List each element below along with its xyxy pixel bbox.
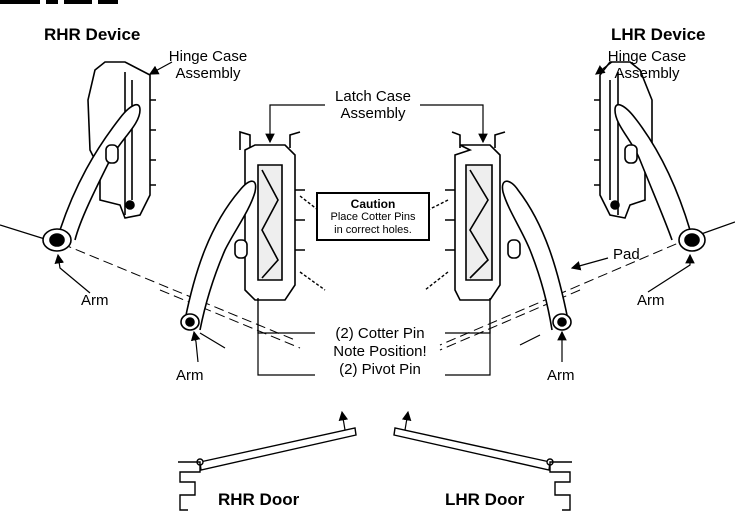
lhr-device-title: LHR Device (611, 25, 706, 44)
hinge-case-label-right-line2: Assembly (614, 65, 680, 82)
caution-line1: Place Cotter Pins (330, 211, 416, 223)
hinge-case-label-left-line2: Assembly (175, 65, 241, 82)
latch-case-label-line1: Latch Case (335, 88, 411, 105)
caution-line2: in correct holes. (334, 224, 412, 236)
rhr-latch-case-drawing (180, 130, 305, 331)
leader-lines (54, 61, 695, 363)
rhr-door-label: RHR Door (218, 490, 300, 509)
hinge-case-label-right-line1: Hinge Case (607, 48, 687, 65)
lhr-door-label: LHR Door (445, 490, 525, 509)
hinge-case-label-left-line1: Hinge Case (168, 48, 248, 65)
clipped-title-fragment (0, 0, 40, 4)
note-position-label: Note Position! (333, 343, 427, 360)
cotter-pins (299, 195, 449, 291)
pad-label: Pad (613, 246, 640, 263)
pivot-pin-label: (2) Pivot Pin (339, 361, 421, 378)
latch-case-label-line2: Assembly (340, 105, 406, 122)
arm-label-4: Arm (547, 367, 575, 384)
reference-dash-lines (47, 237, 691, 351)
arm-label-2: Arm (176, 367, 204, 384)
rhr-device-title: RHR Device (44, 25, 141, 44)
arm-label-1: Arm (81, 292, 109, 309)
caution-box: Caution Place Cotter Pins in correct hol… (316, 192, 430, 241)
rhr-hinge-case-drawing (42, 61, 156, 252)
arm-label-3: Arm (637, 292, 665, 309)
lhr-door-drawing (393, 427, 572, 511)
lhr-latch-case-drawing (445, 131, 572, 331)
caution-title: Caution (350, 197, 396, 211)
cotter-pin-label: (2) Cotter Pin (335, 325, 425, 342)
rhr-door-drawing (178, 427, 357, 511)
lhr-hinge-case-drawing (594, 61, 706, 252)
